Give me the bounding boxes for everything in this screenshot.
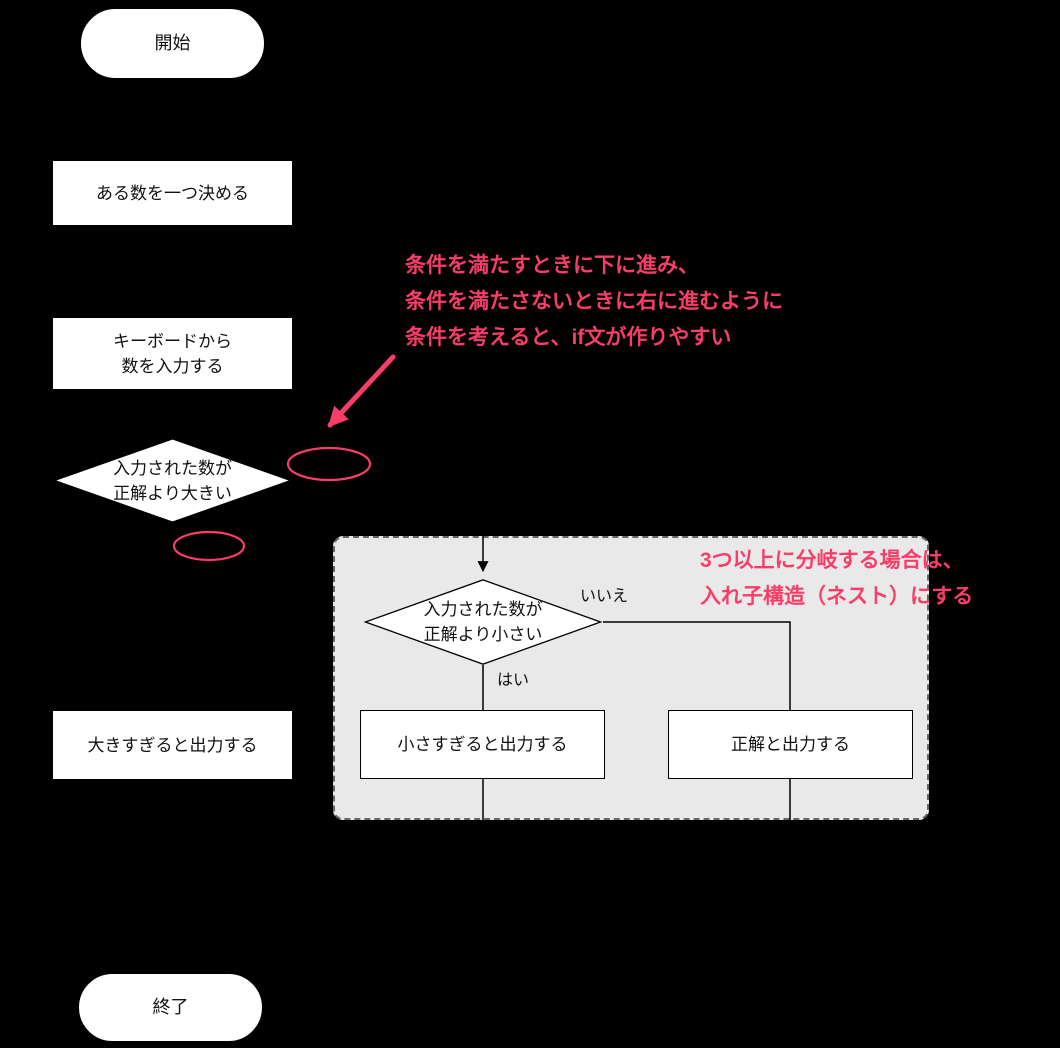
label-no: いいえ <box>580 588 629 605</box>
annotation-nest-note-line1: 3つ以上に分岐する場合は、 <box>700 549 964 572</box>
decision-greater: 入力された数が 正解より大きい <box>52 438 293 523</box>
highlight-ellipse-no <box>286 446 372 482</box>
decision-greater-line1: 入力された数が <box>113 458 232 478</box>
highlight-ellipse-yes <box>172 530 246 562</box>
process-input-number: キーボードから 数を入力する <box>52 317 293 390</box>
annotation-if-note: 条件を満たすときに下に進み、 条件を満たさないときに右に進むように 条件を考える… <box>405 248 783 356</box>
annotation-if-note-line1: 条件を満たすときに下に進み、 <box>405 254 699 277</box>
decision-smaller-line1: 入力された数が <box>423 600 543 619</box>
process-decide-number-label: ある数を一つ決める <box>96 183 249 203</box>
process-output-correct-label: 正解と出力する <box>731 735 850 754</box>
annotation-nest-note: 3つ以上に分岐する場合は、 入れ子構造（ネスト）にする <box>700 543 973 615</box>
decision-greater-line2: 正解より大きい <box>113 483 232 503</box>
process-input-line2: 数を入力する <box>121 356 224 376</box>
annotation-if-note-line3: 条件を考えると、if文が作りやすい <box>405 326 732 349</box>
process-decide-number: ある数を一つ決める <box>52 160 293 226</box>
start-terminal-label: 開始 <box>154 33 191 53</box>
process-output-big: 大きすぎると出力する <box>52 710 293 780</box>
end-terminal-label: 終了 <box>152 997 189 1017</box>
process-output-correct: 正解と出力する <box>668 710 913 779</box>
diamond-shape <box>363 579 603 665</box>
decision-smaller: 入力された数が 正解より小さい <box>363 579 603 665</box>
decision-smaller-line2: 正解より小さい <box>423 625 543 644</box>
annotation-nest-note-line2: 入れ子構造（ネスト）にする <box>700 585 974 608</box>
label-yes: はい <box>497 672 530 689</box>
process-input-line1: キーボードから <box>113 331 232 351</box>
start-terminal: 開始 <box>80 8 265 79</box>
process-output-small-label: 小さすぎると出力する <box>397 735 568 754</box>
annotation-if-note-line2: 条件を満たさないときに右に進むように <box>405 290 783 313</box>
end-terminal: 終了 <box>78 973 263 1042</box>
process-output-big-label: 大きすぎると出力する <box>87 735 258 755</box>
process-output-small: 小さすぎると出力する <box>360 710 605 779</box>
annotation-arrow <box>327 354 396 428</box>
diamond-shape <box>52 438 293 523</box>
